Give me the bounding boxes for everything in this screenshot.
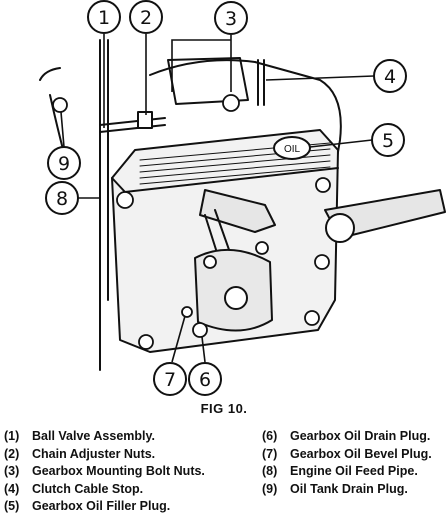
leader-line-3 [171,35,232,92]
gearbox-hatching [139,142,331,185]
callout-4-label: 4 [384,66,396,88]
bolt-icon [222,94,240,112]
legend-text: Gearbox Oil Bevel Plug. [290,446,432,461]
leader-line-7 [171,315,186,363]
legend-text: Clutch Cable Stop. [32,481,144,496]
legend-item: (6) Gearbox Oil Drain Plug. [262,429,432,447]
chain-adjuster-rod [99,117,166,133]
legend-left-column: (1) Ball Valve Assembly. (2) Chain Adjuste… [4,429,205,517]
callout-1-label: 1 [98,7,110,29]
legend-text: Gearbox Oil Drain Plug. [290,429,431,443]
bolt-icon [138,334,154,350]
leader-line-9 [60,111,65,148]
callout-1 [87,0,121,34]
legend-text: Ball Valve Assembly. [32,429,155,443]
legend-number: (2) [4,446,20,461]
bolt-icon [181,306,193,318]
legend-number: (1) [4,429,20,443]
callout-5 [371,123,405,157]
legend-text: Gearbox Mounting Bolt Nuts. [32,464,205,478]
bolt-icon [255,241,269,255]
legend-text: Gearbox Oil Filler Plug. [32,499,171,513]
legend-item: (3) Gearbox Mounting Bolt Nuts. [4,464,205,482]
legend-number: (6) [262,429,278,443]
legend-text: Oil Tank Drain Plug. [290,481,408,496]
mounting-plate [167,57,249,105]
callout-5-label: 5 [382,130,394,152]
kickstart-lever [199,189,276,233]
oil-plug-text: OIL [284,144,301,155]
legend-number: (7) [262,446,278,461]
legend-number: (9) [262,481,278,496]
clutch-cable [257,59,265,106]
oil-feed-pipe [99,39,109,371]
legend-number: (5) [4,499,20,513]
gearbox-illustration: OIL 1 2 3 4 5 6 7 8 9 [39,0,446,396]
oil-filler-plug [273,136,311,160]
callout-3-label: 3 [225,8,237,30]
lever-boss [325,213,355,243]
adjuster-nut-icon [137,111,153,129]
callout-6 [188,362,222,396]
callout-8 [45,181,79,215]
callout-2 [129,0,163,34]
callout-7-label: 7 [164,369,176,391]
bolt-icon [52,97,68,113]
bolt-icon [315,177,331,193]
callout-9-label: 9 [58,153,70,175]
legend-item: (1) Ball Valve Assembly. [4,429,205,447]
bolt-icon [192,322,208,338]
leader-line-5 [309,139,373,148]
figure-caption: FIG 10. [200,401,248,416]
callout-4 [373,59,407,93]
bolt-icon [203,255,217,269]
legend-text: Chain Adjuster Nuts. [32,446,156,461]
callout-6-label: 6 [199,369,211,391]
callout-2-label: 2 [140,7,152,29]
legend-number: (4) [4,481,20,496]
legend-item: (9) Oil Tank Drain Plug. [262,482,432,500]
legend-item: (2) Chain Adjuster Nuts. [4,447,205,465]
callout-9 [47,146,81,180]
engine-casing-outline [149,59,342,171]
leader-line-4 [265,75,375,81]
legend-right-column: (6) Gearbox Oil Drain Plug. (7) Gearbox Oi… [262,429,432,499]
bolt-icon [116,191,134,209]
leader-line-6 [201,336,206,363]
callout-3 [214,1,248,35]
legend-item: (4) Clutch Cable Stop. [4,482,205,500]
callout-8-label: 8 [56,188,68,210]
legend-number: (8) [262,464,278,478]
legend-item: (5) Gearbox Oil Filler Plug. [4,499,205,517]
legend-number: (3) [4,464,20,478]
callout-7 [153,362,187,396]
bolt-icon [304,310,320,326]
legend-text: Engine Oil Feed Pipe. [290,464,418,478]
legend-item: (8) Engine Oil Feed Pipe. [262,464,432,482]
cover-pivot [224,286,248,310]
bolt-icon [314,254,330,270]
legend-item: (7) Gearbox Oil Bevel Plug. [262,447,432,465]
